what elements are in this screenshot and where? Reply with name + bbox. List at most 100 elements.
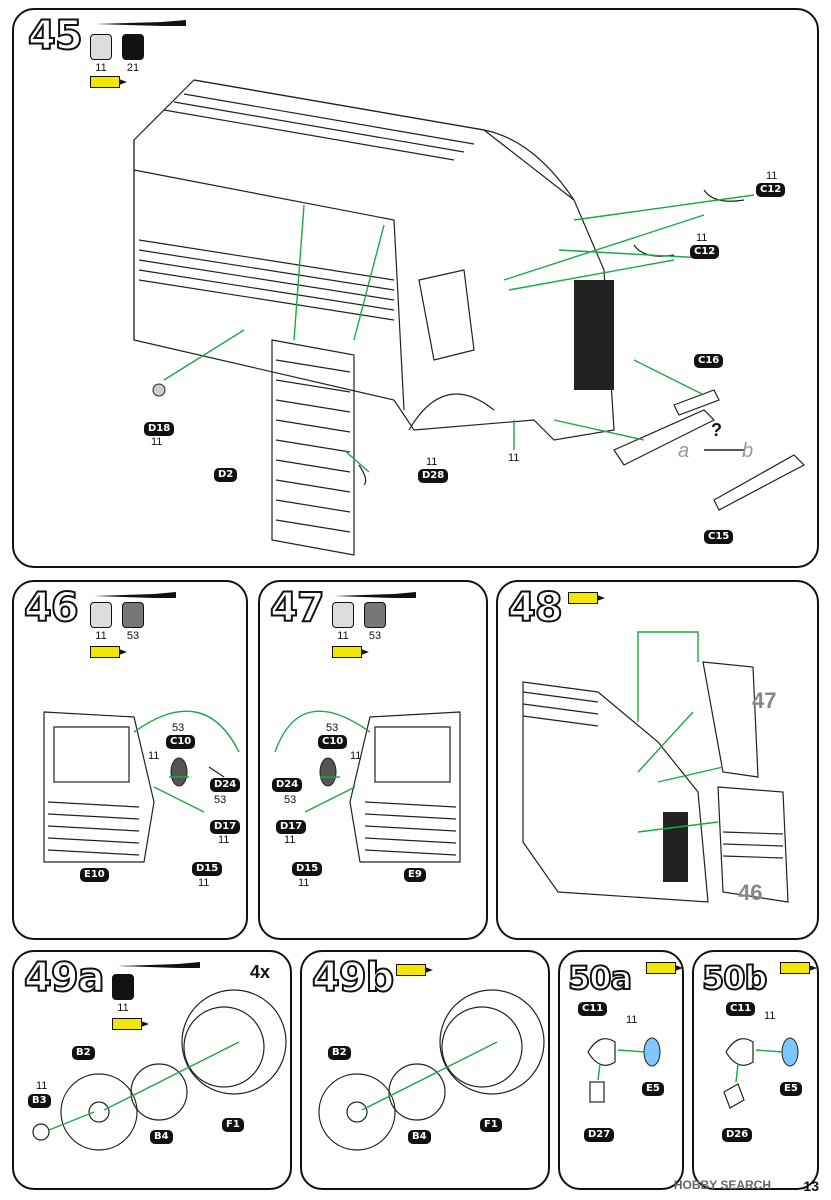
paint-jar-icon: [122, 602, 144, 628]
paint-jar-icon: [112, 974, 134, 1000]
part-label-b4: B4: [150, 1130, 173, 1144]
option-b: b: [742, 440, 754, 462]
glue-icon: [90, 76, 127, 88]
step-reference-46: 46: [738, 880, 763, 905]
step-50b-panel: 50b C11 11 E5 D26: [692, 950, 819, 1190]
glue-icon: [332, 646, 369, 658]
step-49b-panel: 49b B2 B4 F1: [300, 950, 550, 1190]
paint-code: 11: [766, 170, 778, 182]
step-number: 48: [507, 585, 564, 631]
part-label-d15: D15: [192, 862, 223, 876]
step-45-panel: 45 11 21: [12, 8, 819, 568]
glue-icon: [646, 962, 682, 974]
paint-code: 53: [214, 794, 227, 806]
glue-icon: [112, 1018, 149, 1030]
part-label-c16: C16: [694, 354, 724, 368]
part-label-c11: C11: [726, 1002, 756, 1016]
part-label-e5: E5: [642, 1082, 664, 1096]
paint-code: 11: [117, 1002, 129, 1014]
glue-icon: [396, 964, 433, 976]
paint-code: 11: [148, 750, 160, 762]
door-illustration: [43, 710, 240, 863]
watermark-brand: HOBBY SEARCH: [673, 1178, 771, 1192]
paint-code: 11: [298, 877, 310, 889]
paint-code: 11: [764, 1010, 776, 1022]
paint-code: 11: [284, 834, 296, 846]
paint-code: 11: [151, 436, 163, 448]
wheel-illustration: [32, 989, 287, 1151]
glue-icon: [90, 646, 127, 658]
part-label-c12: C12: [756, 183, 786, 197]
paint-jar-icon: [122, 34, 144, 60]
part-label-d27: D27: [584, 1128, 615, 1142]
paint-code: 21: [126, 62, 140, 74]
part-label-d17: D17: [276, 820, 307, 834]
part-label-d2: D2: [214, 468, 238, 482]
paint-jar-icon: [90, 34, 112, 60]
paint-code: 53: [284, 794, 297, 806]
door-ribs: [275, 359, 351, 533]
part-label-c10: C10: [166, 735, 196, 749]
paint-code: 53: [126, 630, 140, 642]
step-46-panel: 46 11 53 53 C10 11 D24 53 D17 11 D15 11 …: [12, 580, 248, 940]
paint-jar-icon: [90, 602, 112, 628]
van-illustration: [133, 79, 805, 556]
brush-icon: [96, 20, 186, 26]
wheel-illustration: [318, 989, 545, 1151]
step-number: 46: [23, 585, 80, 631]
part-label-c12: C12: [690, 245, 720, 259]
part-label-d26: D26: [722, 1128, 753, 1142]
step-48-panel: 48 47 46: [496, 580, 819, 940]
brush-icon: [94, 592, 176, 598]
paint-code: 11: [508, 452, 520, 464]
part-label-b4: B4: [408, 1130, 431, 1144]
step-number: 45: [27, 13, 84, 59]
paint-code: 11: [696, 232, 708, 244]
headlight-illustration: [723, 1037, 799, 1109]
quantity-badge: 4x: [250, 962, 271, 982]
paint-code: 11: [337, 630, 349, 642]
part-label-b2: B2: [328, 1046, 351, 1060]
step-number: 49b: [311, 955, 395, 1001]
part-label-e5: E5: [780, 1082, 802, 1096]
option-question: ?: [711, 420, 722, 440]
part-label-d24: D24: [210, 778, 241, 792]
paint-code: 11: [198, 877, 210, 889]
brush-icon: [118, 962, 200, 968]
step-50a-panel: 50a C11 11 E5 D27: [558, 950, 684, 1190]
brush-icon: [334, 592, 416, 598]
paint-code: 11: [95, 630, 107, 642]
paint-code: 11: [95, 62, 107, 74]
paint-code: 11: [350, 750, 362, 762]
paint-code: 53: [368, 630, 382, 642]
part-label-d18: D18: [144, 422, 175, 436]
part-label-c11: C11: [578, 1002, 608, 1016]
headlight-illustration: [587, 1037, 661, 1103]
page-number: 13: [803, 1178, 819, 1194]
glue-icon: [780, 962, 817, 974]
part-label-c10: C10: [318, 735, 348, 749]
part-label-e10: E10: [80, 868, 109, 882]
paint-code: 53: [326, 722, 339, 734]
paint-code: 11: [626, 1014, 638, 1026]
paint-jar-icon: [364, 602, 386, 628]
paint-jar-icon: [332, 602, 354, 628]
option-a: a: [678, 440, 690, 462]
paint-code: 11: [218, 834, 230, 846]
door-illustration: [274, 710, 461, 863]
part-label-b2: B2: [72, 1046, 95, 1060]
roof-ribs: [138, 93, 475, 321]
part-label-f1: F1: [480, 1118, 502, 1132]
step-47-panel: 47 11 53 53 C10 11 D24 53 D17 11 D15 11 …: [258, 580, 488, 940]
glue-icon: [568, 592, 605, 604]
part-label-d15: D15: [292, 862, 323, 876]
paint-code: 11: [426, 456, 438, 468]
step-number: 50b: [701, 958, 768, 998]
paint-code: 11: [36, 1080, 48, 1092]
part-label-d28: D28: [418, 469, 449, 483]
part-label-e9: E9: [404, 868, 426, 882]
van-cab-illustration: [522, 631, 789, 903]
step-number: 47: [269, 585, 326, 631]
part-label-f1: F1: [222, 1118, 244, 1132]
paint-code: 53: [172, 722, 185, 734]
